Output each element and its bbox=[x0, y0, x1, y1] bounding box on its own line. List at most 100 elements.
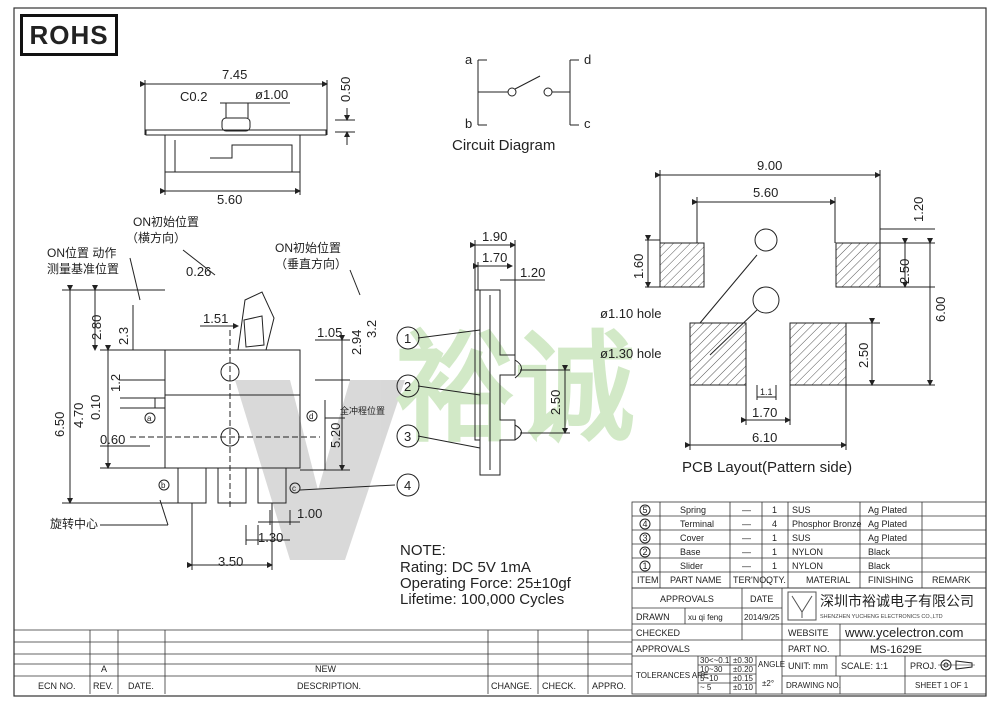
front-view-markers bbox=[144, 410, 318, 494]
pcb-dim-1-20: 1.20 bbox=[911, 197, 926, 222]
revision-table bbox=[14, 629, 632, 694]
bom-cell-qty: 1 bbox=[772, 533, 777, 543]
yc-watermark: 裕诚 bbox=[235, 322, 635, 560]
dim-0-26: 0.26 bbox=[186, 264, 211, 279]
company-logo-icon bbox=[787, 591, 817, 621]
tb-tol-val-3: ±0.15 bbox=[733, 674, 754, 683]
tb-proj: PROJ. bbox=[910, 661, 937, 671]
bom-item-circle bbox=[639, 532, 651, 544]
notes-rating: Rating: DC 5V 1mA bbox=[400, 559, 531, 576]
bom-item-circle bbox=[639, 518, 651, 530]
notes-lifetime: Lifetime: 100,000 Cycles bbox=[400, 591, 564, 608]
pcb-dim-2-50-top: 2.50 bbox=[897, 259, 912, 284]
bom-cell-item: 1 bbox=[643, 561, 648, 571]
pcb-dim-9-00: 9.00 bbox=[757, 158, 782, 173]
tb-tol-val-1: ±0.30 bbox=[733, 656, 754, 665]
section-dim-1-20: 1.20 bbox=[520, 265, 545, 280]
tb-partno-label: PART NO. bbox=[788, 644, 830, 654]
pcb-hole-small-label: ø1.10 hole bbox=[600, 306, 661, 321]
bom-header: ITEM PART NAME TER'NO. QTY. MATERIAL FIN… bbox=[637, 575, 971, 585]
dim-dia-1-00: ø1.00 bbox=[255, 87, 288, 102]
bom-cell-ter: — bbox=[742, 533, 751, 543]
label-on-initial-horizontal-2: （横方向） bbox=[126, 230, 186, 245]
tb-drawing-no: DRAWING NO. bbox=[786, 681, 841, 690]
circuit-terminal-b: b bbox=[465, 116, 472, 131]
sheet-border bbox=[13, 7, 987, 697]
bom-cell-material: SUS bbox=[792, 505, 811, 515]
pcb-hole-large-label: ø1.30 hole bbox=[600, 346, 661, 361]
callout-4: 4 bbox=[404, 478, 411, 493]
callout-2: 2 bbox=[404, 379, 411, 394]
side-view bbox=[140, 80, 355, 195]
label-on-initial-vertical-2: （垂直方向） bbox=[275, 256, 347, 271]
bom-cell-qty: 1 bbox=[772, 505, 777, 515]
bom-cell-part: Base bbox=[680, 547, 701, 557]
bom-cell-part: Terminal bbox=[680, 519, 714, 529]
bom-cell-finish: Ag Plated bbox=[868, 505, 907, 515]
rev-row-a: A bbox=[101, 664, 107, 674]
circuit-terminal-d: d bbox=[584, 52, 591, 67]
circuit-terminal-a: a bbox=[465, 52, 473, 67]
bom-cell-qty: 4 bbox=[772, 519, 777, 529]
bom-cell-part: Slider bbox=[680, 561, 703, 571]
dim-3-50: 3.50 bbox=[218, 554, 243, 569]
dim-6-50: 6.50 bbox=[52, 412, 67, 437]
bom-header-remark: REMARK bbox=[932, 575, 971, 585]
bom-item-circle bbox=[639, 546, 651, 558]
notes-force: Operating Force: 25±10gf bbox=[400, 575, 572, 592]
rev-header-ecn: ECN NO. bbox=[38, 681, 76, 691]
label-rotation-center: 旋转中心 bbox=[50, 516, 98, 531]
section-dim-2-50: 2.50 bbox=[548, 390, 563, 415]
tb-website-label: WEBSITE bbox=[788, 628, 829, 638]
marker-d: d bbox=[309, 412, 313, 421]
pcb-dim-1-60: 1.60 bbox=[631, 254, 646, 279]
bom-cell-item: 5 bbox=[643, 505, 648, 515]
label-on-initial-horizontal-1: ON初始位置 bbox=[133, 214, 199, 229]
pcb-title: PCB Layout(Pattern side) bbox=[682, 459, 852, 476]
circuit-terminal-c: c bbox=[584, 116, 591, 131]
bom-cell-item: 2 bbox=[643, 547, 648, 557]
tb-tol-range-2: 10~30 bbox=[700, 665, 723, 674]
bom-item-circle bbox=[639, 504, 651, 516]
bom-header-qty: QTY. bbox=[766, 575, 786, 585]
dim-4-70: 4.70 bbox=[71, 403, 86, 428]
dim-2-3: 2.3 bbox=[116, 327, 131, 345]
tb-angle-value: ±2° bbox=[762, 679, 774, 688]
dim-1-51: 1.51 bbox=[203, 311, 228, 326]
tb-unit: UNIT: mm bbox=[788, 661, 828, 671]
bom-cell-item: 4 bbox=[643, 519, 648, 529]
tb-scale: SCALE: 1:1 bbox=[841, 661, 888, 671]
tb-checked: CHECKED bbox=[636, 628, 681, 638]
pcb-layout bbox=[645, 170, 935, 450]
bom-cell-qty: 1 bbox=[772, 547, 777, 557]
section-dim-1-90: 1.90 bbox=[482, 229, 507, 244]
tb-drawn-label: DRAWN bbox=[636, 612, 670, 622]
bom-cell-part: Spring bbox=[680, 505, 706, 515]
bom-header-finishing: FINISHING bbox=[868, 575, 914, 585]
label-on-initial-vertical-1: ON初始位置 bbox=[275, 240, 341, 255]
bom-item-circle bbox=[639, 560, 651, 572]
bom-cell-finish: Black bbox=[868, 547, 891, 557]
tb-website: www.ycelectron.com bbox=[844, 625, 963, 640]
pcb-dim-1-70: 1.70 bbox=[752, 405, 777, 420]
tb-drawn-date: 2014/9/25 bbox=[744, 613, 780, 622]
dim-1-30: 1.30 bbox=[258, 530, 283, 545]
dim-0-10: 0.10 bbox=[88, 395, 103, 420]
tb-partno: MS-1629E bbox=[870, 644, 922, 656]
tb-date: DATE bbox=[750, 594, 773, 604]
label-on-position-1: ON位置 动作 bbox=[47, 245, 116, 260]
bom-cell-material: NYLON bbox=[792, 561, 823, 571]
bom-cell-item: 3 bbox=[643, 533, 648, 543]
tb-angle-label: ANGLE bbox=[758, 660, 785, 669]
bom-cell-finish: Ag Plated bbox=[868, 519, 907, 529]
rev-header-rev: REV. bbox=[93, 681, 113, 691]
bom-cell-ter: — bbox=[742, 505, 751, 515]
dim-5-20: 5.20 bbox=[328, 423, 343, 448]
pcb-dim-5-60: 5.60 bbox=[753, 185, 778, 200]
bom-header-item: ITEM bbox=[637, 575, 659, 585]
bom-header-ter: TER'NO. bbox=[733, 575, 769, 585]
marker-c: c bbox=[292, 484, 296, 493]
bom-cell-material: NYLON bbox=[792, 547, 823, 557]
tb-tol-range-4: ~ 5 bbox=[700, 683, 712, 692]
